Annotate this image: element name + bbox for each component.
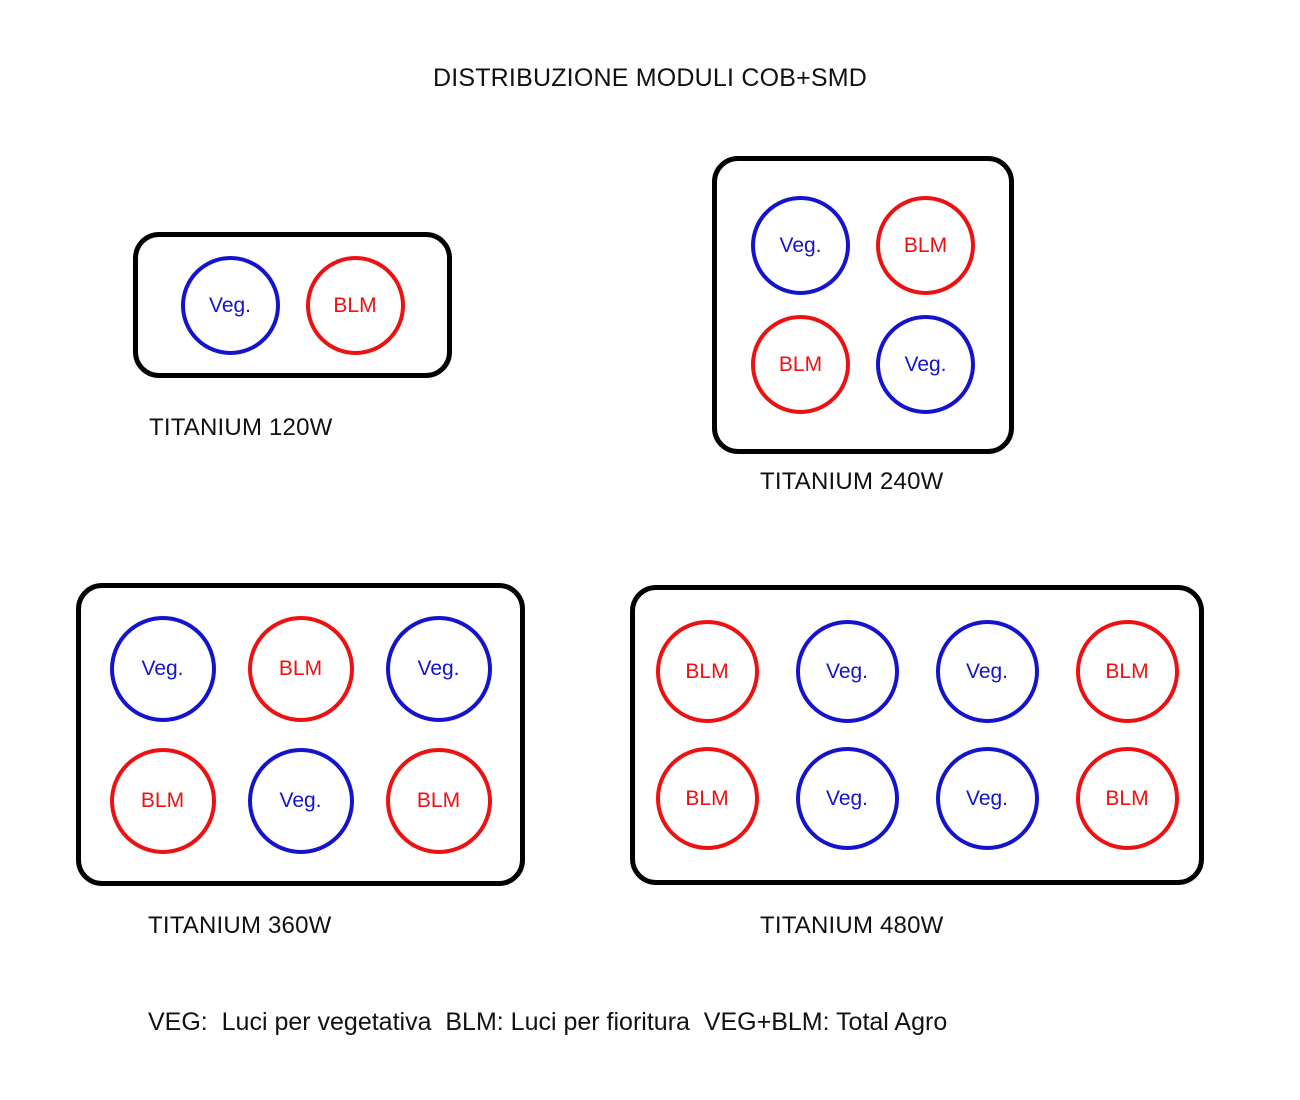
module-label: BLM [333, 293, 377, 317]
module-label: Veg. [965, 660, 1009, 683]
board-outline-120w: Veg. BLM [133, 232, 452, 378]
module-veg[interactable]: Veg. [795, 747, 899, 850]
board-outline-480w: BLM Veg. Veg. BLM BLM Veg. Veg. BLM [630, 585, 1204, 885]
module-label: Veg. [779, 234, 822, 257]
module-veg[interactable]: Veg. [180, 255, 280, 355]
board-row: BLM Veg. Veg. BLM [655, 747, 1179, 850]
board-row: BLM Veg. BLM [109, 747, 492, 854]
module-label: Veg. [825, 660, 869, 683]
module-blm[interactable]: BLM [655, 747, 759, 850]
module-blm[interactable]: BLM [385, 747, 492, 854]
board-row: Veg. BLM [180, 255, 405, 355]
module-blm[interactable]: BLM [247, 615, 354, 722]
module-label: BLM [903, 234, 948, 257]
module-label: Veg. [141, 657, 184, 680]
module-blm[interactable]: BLM [1075, 620, 1179, 723]
module-label: BLM [1105, 787, 1149, 810]
page-title: DISTRIBUZIONE MODULI COB+SMD [432, 64, 868, 92]
module-blm[interactable]: BLM [305, 255, 405, 355]
panel-caption-240w: TITANIUM 240W [760, 468, 944, 495]
module-veg[interactable]: Veg. [247, 747, 354, 854]
module-label: Veg. [965, 787, 1009, 810]
module-veg[interactable]: Veg. [876, 315, 975, 414]
module-blm[interactable]: BLM [1075, 747, 1179, 850]
board-row: Veg. BLM Veg. [109, 615, 492, 722]
board-outline-360w: Veg. BLM Veg. BLM Veg. BLM [76, 583, 525, 886]
module-veg[interactable]: Veg. [751, 196, 850, 295]
module-label: BLM [685, 660, 729, 683]
module-veg[interactable]: Veg. [935, 620, 1039, 723]
panel-caption-120w: TITANIUM 120W [149, 414, 333, 441]
legend-text: VEG: Luci per vegetativa BLM: Luci per f… [148, 1008, 948, 1036]
panel-caption-360w: TITANIUM 360W [148, 912, 332, 939]
module-veg[interactable]: Veg. [385, 615, 492, 722]
module-veg[interactable]: Veg. [935, 747, 1039, 850]
module-label: Veg. [279, 789, 322, 812]
board-row: BLM Veg. [751, 315, 975, 414]
module-blm[interactable]: BLM [876, 196, 975, 295]
module-label: BLM [140, 789, 185, 812]
board-row: BLM Veg. Veg. BLM [655, 620, 1179, 723]
module-label: Veg. [904, 353, 947, 376]
module-blm[interactable]: BLM [655, 620, 759, 723]
module-label: BLM [416, 789, 461, 812]
panel-caption-480w: TITANIUM 480W [760, 912, 944, 939]
module-label: Veg. [417, 657, 460, 680]
module-label: BLM [278, 657, 323, 680]
module-blm[interactable]: BLM [751, 315, 850, 414]
module-label: Veg. [208, 293, 252, 317]
board-row: Veg. BLM [751, 196, 975, 295]
module-veg[interactable]: Veg. [795, 620, 899, 723]
module-label: Veg. [825, 787, 869, 810]
module-label: BLM [685, 787, 729, 810]
module-label: BLM [778, 353, 823, 376]
board-outline-240w: Veg. BLM BLM Veg. [712, 156, 1014, 454]
module-veg[interactable]: Veg. [109, 615, 216, 722]
module-blm[interactable]: BLM [109, 747, 216, 854]
module-label: BLM [1105, 660, 1149, 683]
